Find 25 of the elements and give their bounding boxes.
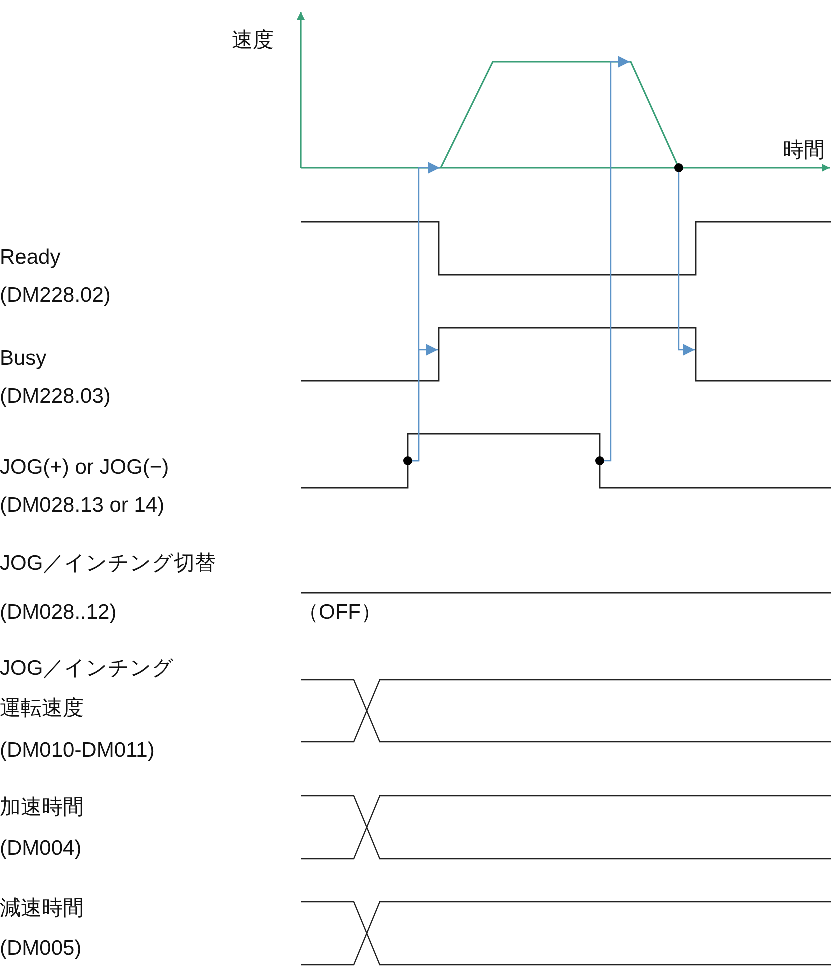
dot — [674, 164, 684, 172]
signal-name: 運転速度 — [0, 696, 84, 720]
state-label: （OFF） — [298, 600, 382, 624]
arrow — [604, 56, 630, 462]
register-address: (DM028.13 or 14) — [0, 492, 165, 518]
register-address: (DM228.03) — [0, 384, 111, 408]
signal-name: JOG(+) or JOG(−) — [0, 454, 170, 480]
signal-name: Busy — [0, 346, 47, 370]
axis-label: 時間 — [783, 138, 825, 162]
dot — [404, 456, 412, 466]
register-address: (DM010-DM011) — [0, 738, 155, 762]
register-address: (DM005) — [0, 936, 82, 960]
signal-name: 減速時間 — [0, 896, 84, 920]
speed-profile — [440, 61, 680, 168]
dot — [596, 456, 604, 466]
axis-label: 速度 — [232, 28, 274, 52]
arrow — [412, 344, 438, 462]
register-address: (DM004) — [0, 836, 82, 860]
signal-name: Ready — [0, 244, 61, 270]
signal-name: 加速時間 — [0, 794, 84, 820]
signal-name: JOG／インチング — [0, 656, 174, 680]
arrow — [678, 172, 695, 356]
register-address: (DM228.02) — [0, 282, 111, 308]
signal-name: JOG／インチング切替 — [0, 550, 216, 576]
register-address: (DM028..12) — [0, 600, 117, 624]
